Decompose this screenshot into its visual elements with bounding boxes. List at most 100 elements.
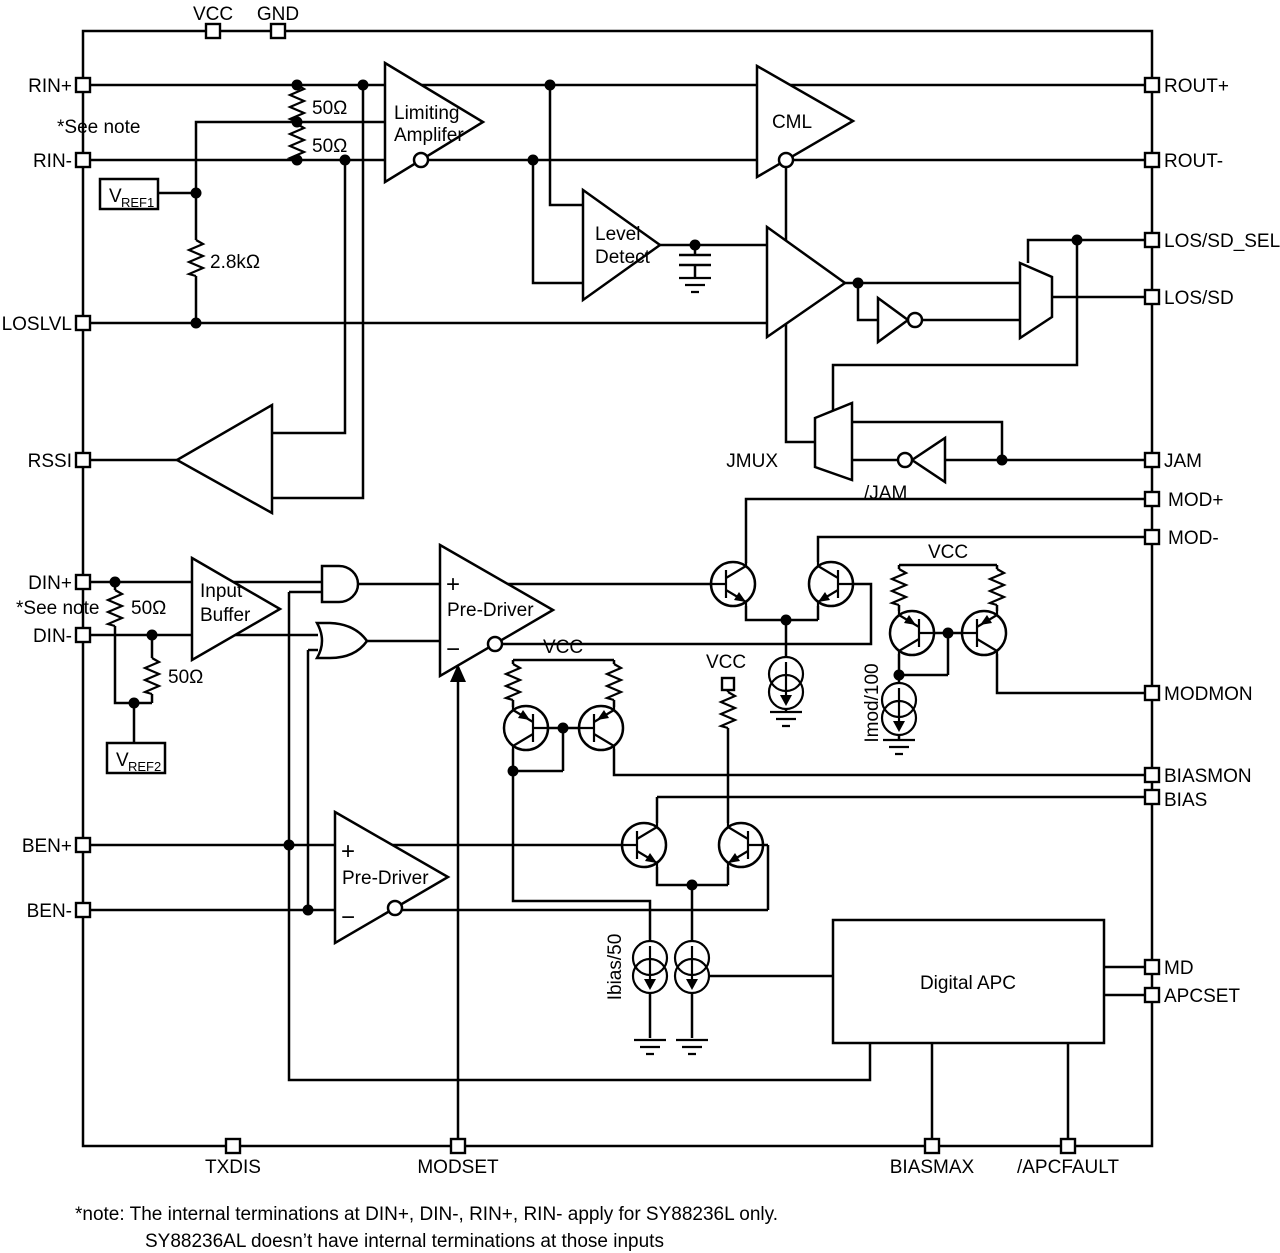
modset-arrowhead: [450, 664, 466, 682]
label-r50-din-bot: 50Ω: [168, 667, 203, 688]
pin-label-mod-plus: MOD+: [1168, 490, 1223, 511]
label-r2k8: 2.8kΩ: [210, 252, 260, 273]
input-buffer-triangle: [190, 555, 283, 663]
bubble-jam-inverter: [896, 451, 914, 469]
ground-symbols: [634, 276, 915, 1056]
rssi-amp-triangle: [174, 402, 274, 516]
bubble-limiting-amp: [412, 151, 430, 169]
vref2-box: [105, 741, 167, 775]
pin-label-md: MD: [1164, 958, 1194, 979]
label-r50-rin-bot: 50Ω: [312, 136, 347, 157]
ground-tail2: [676, 1038, 708, 1056]
vref1-box: [98, 177, 160, 211]
net-pd1-minus: [502, 582, 873, 646]
label-predriver1-minus: −: [446, 636, 460, 663]
net-pair1: [744, 606, 820, 712]
see-note-top: *See note: [57, 117, 140, 138]
pin-label-rout-plus: ROUT+: [1164, 76, 1229, 97]
pin-ben-plus: [74, 836, 92, 854]
net-sel-feedback: [831, 240, 1079, 414]
pin-label-rout-minus: ROUT-: [1164, 151, 1223, 172]
label-ibias: Ibias/50: [605, 934, 626, 1001]
pin-los-sd: [1143, 288, 1161, 306]
net-centertap: [158, 120, 386, 195]
pin-modset: [449, 1137, 467, 1155]
net-pair2: [655, 843, 833, 1038]
label-jmux: JMUX: [726, 451, 778, 472]
pin-label-ben-plus: BEN+: [22, 836, 72, 857]
resistor-50-din-bot: [141, 657, 162, 696]
current-source-tail1: [767, 655, 805, 711]
pin-label-apcset: APCSET: [1164, 986, 1240, 1007]
pin-label-gnd: GND: [257, 4, 299, 25]
label-vref1-sub: REF1: [121, 195, 154, 210]
jam-inverter-triangle: [909, 435, 947, 485]
pin-rout-plus: [1143, 76, 1161, 94]
pin-label-txdis: TXDIS: [205, 1157, 261, 1178]
label-level-detect-2: Detect: [595, 247, 651, 268]
net-enable2: [306, 648, 318, 910]
pin-label-jam: JAM: [1164, 451, 1202, 472]
label-predriver2-plus: +: [341, 838, 355, 865]
resistor-50-din-top: [104, 589, 125, 628]
label-level-detect-1: Level: [595, 224, 640, 245]
pin-label-modset: MODSET: [417, 1157, 499, 1178]
current-source-imod: [880, 681, 918, 737]
current-source-tail2: [673, 939, 711, 995]
ground-ibias: [634, 1038, 666, 1056]
pin-rin-plus: [74, 76, 92, 94]
net-apc-io: [930, 965, 1146, 1139]
label-vref1-main: V: [109, 186, 122, 207]
pin-mod-plus: [1143, 490, 1161, 508]
los-comparator-triangle: [765, 224, 848, 340]
label-predriver1: Pre-Driver: [447, 600, 534, 621]
pin-label-biasmax: BIASMAX: [890, 1157, 975, 1178]
pin-label-rin-minus: RIN-: [33, 151, 72, 172]
label-jam-inv: /JAM: [864, 483, 907, 504]
label-vcc-mirror2: VCC: [928, 542, 968, 563]
net-los-inv: [856, 283, 1020, 322]
transistors: [502, 560, 1008, 869]
labels: VCC GND RIN+ RIN- LOSLVL RSSI DIN+ DIN- …: [2, 4, 1280, 1252]
pin-biasmon: [1143, 766, 1161, 784]
ground-imod: [883, 738, 915, 756]
pin-label-rssi: RSSI: [28, 451, 72, 472]
resistor-mirror1-r: [603, 663, 624, 702]
pin-din-plus: [74, 573, 92, 591]
resistors: [104, 84, 1007, 730]
net-jmux-in1: [852, 420, 1004, 460]
digital-apc-box: [831, 918, 1106, 1045]
pin-rin-minus: [74, 151, 92, 169]
net-rssi-in2: [272, 85, 365, 500]
vcc-pad-square: [720, 676, 736, 692]
pin-label-mod-minus: MOD-: [1168, 528, 1219, 549]
pin-label-los-sd-sel: LOS/SD_SEL: [1164, 231, 1280, 252]
label-vref2-main: V: [116, 750, 129, 771]
transistor-mod-q2: [807, 560, 855, 608]
transistor-mirror1-right: [577, 704, 625, 752]
pin-gnd: [269, 22, 287, 40]
pin-txdis: [224, 1137, 242, 1155]
blocks: [98, 60, 1106, 1045]
pin-mod-minus: [1143, 528, 1161, 546]
resistor-vccpad: [717, 691, 738, 730]
pin-bias: [1143, 788, 1161, 806]
resistor-mirror2-r: [986, 568, 1007, 607]
los-inverter-triangle: [876, 295, 911, 345]
pin-din-minus: [74, 626, 92, 644]
net-mux-sel: [1026, 238, 1146, 263]
resistor-2k8: [185, 239, 206, 278]
pin-label-din-plus: DIN+: [28, 573, 72, 594]
bubble-predriver2: [386, 899, 404, 917]
pin-label-modmon: MODMON: [1164, 684, 1253, 705]
resistor-mirror2-l: [888, 568, 909, 607]
bubble-predriver1: [486, 635, 504, 653]
transistor-mirror1-left: [502, 704, 550, 752]
net-mirror1: [511, 658, 1146, 1038]
pin-label-bias: BIAS: [1164, 790, 1207, 811]
pin-apcset: [1143, 986, 1161, 1004]
label-vref2-sub: REF2: [128, 759, 161, 774]
and-gate: [320, 564, 360, 604]
resistor-mirror1-l: [502, 663, 523, 702]
